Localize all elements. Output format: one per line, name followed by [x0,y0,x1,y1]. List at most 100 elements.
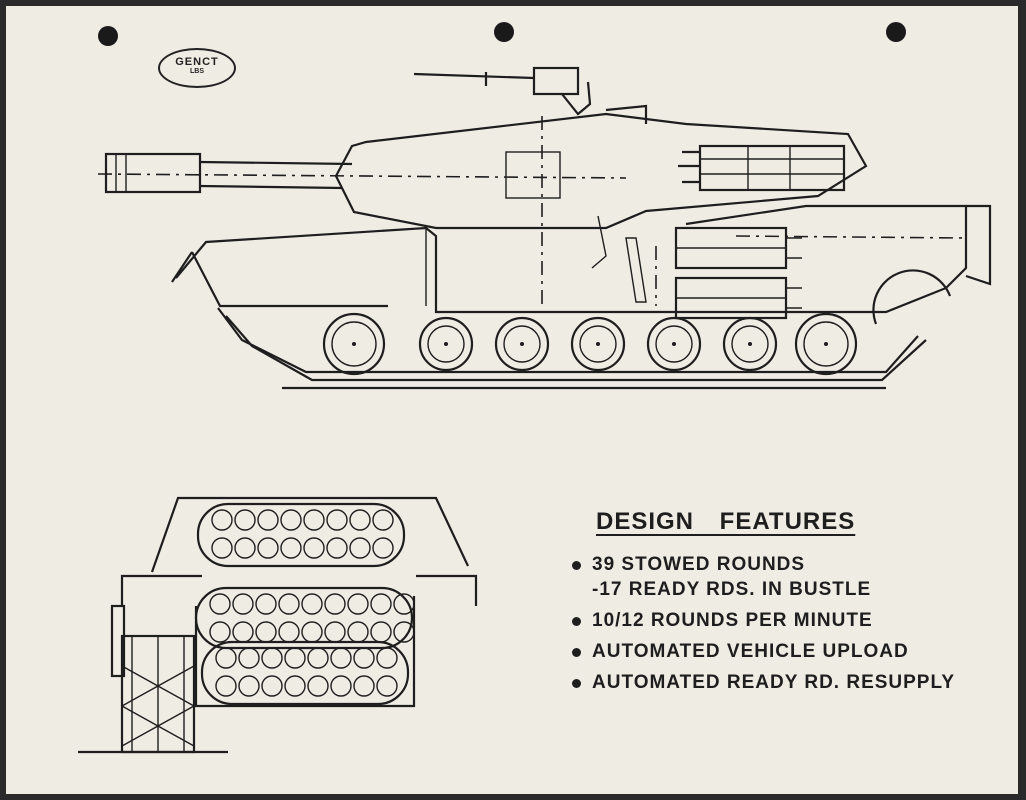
company-logo: GENCT LBS [158,48,236,88]
ammo-round [301,621,323,643]
ammo-round [324,593,346,615]
road-wheel-hub [655,325,693,363]
ammo-round [261,675,283,697]
ammo-round [238,647,260,669]
ammo-round [278,621,300,643]
ammo-round [307,647,329,669]
track [217,307,927,390]
feature-subtext: -17 READY RDS. IN BUSTLE [592,579,872,600]
features-title: DESIGN FEATURES [596,508,856,535]
ammo-round [326,537,348,559]
tank-drawing [78,66,992,754]
ammo-round [347,621,369,643]
road-wheel [794,312,858,376]
feature-item: 39 STOWED ROUNDS -17 READY RDS. IN BUSTL… [570,552,1010,602]
road-wheel-axle [596,342,600,346]
bullet-icon [572,561,581,570]
ammo-round [330,647,352,669]
ammo-round [255,593,277,615]
ammo-round [257,509,279,531]
ammo-round [280,537,302,559]
road-wheel-axle [520,342,524,346]
binder-hole-center [494,22,514,42]
rear-fender [872,269,952,325]
feature-text: AUTOMATED READY RD. RESUPPLY [592,672,956,693]
ammo-round [301,593,323,615]
ammo-round [232,593,254,615]
bullet-icon [572,648,581,657]
ammo-round [376,647,398,669]
feature-text: 39 STOWED ROUNDS [592,554,806,575]
turret [334,66,868,306]
ammo-round [215,647,237,669]
ammo-round [280,509,302,531]
ammo-round [330,675,352,697]
feature-text: 10/12 ROUNDS PER MINUTE [592,610,873,631]
ammo-round [209,593,231,615]
hull-ammunition [674,226,802,320]
ammo-round [232,621,254,643]
binder-hole-right [886,22,906,42]
ammo-round [211,509,233,531]
ammo-round [284,675,306,697]
ammo-round [238,675,260,697]
road-wheel-axle [824,342,828,346]
road-wheel-axle [672,342,676,346]
feature-item: AUTOMATED READY RD. RESUPPLY [570,670,1010,695]
ammo-round [353,675,375,697]
feature-text: AUTOMATED VEHICLE UPLOAD [592,641,909,662]
ammo-round [255,621,277,643]
ammo-round [234,509,256,531]
road-wheel [722,316,778,372]
ammo-round [324,621,346,643]
turret-cross-section [78,496,478,754]
bustle-ammunition [678,144,846,192]
road-wheel [570,316,626,372]
logo-subtext: LBS [190,68,204,76]
ammo-round [347,593,369,615]
road-wheel [494,316,550,372]
design-features: DESIGN FEATURES 39 STOWED ROUNDS -17 REA… [570,508,1010,701]
ammo-round [370,621,392,643]
ammo-round [209,621,231,643]
road-wheel-hub [803,321,849,367]
ammo-round [215,675,237,697]
document-sheet: GENCT LBS [6,6,1018,794]
ammo-round [307,675,329,697]
feature-item: AUTOMATED VEHICLE UPLOAD [570,639,1010,664]
stowed-rounds [209,509,415,697]
road-wheel-hub [503,325,541,363]
road-wheel-hub [579,325,617,363]
ammo-round [211,537,233,559]
ammo-round [257,537,279,559]
road-wheel-hub [731,325,769,363]
ammo-round [284,647,306,669]
ammo-round [261,647,283,669]
ammo-round [303,509,325,531]
bullet-icon [572,617,581,626]
tank-side-view [97,66,992,390]
ammo-round [303,537,325,559]
main-gun [97,152,627,194]
ammo-round [376,675,398,697]
ammo-round [278,593,300,615]
ammo-round [326,509,348,531]
road-wheel [418,316,474,372]
ammo-round [349,509,371,531]
ammo-round [393,593,415,615]
binder-hole-left [98,26,118,46]
logo-text: GENCT [175,56,219,68]
ammo-round [393,621,415,643]
road-wheel-axle [748,342,752,346]
ammo-round [349,537,371,559]
ammo-round [234,537,256,559]
ammo-round [372,509,394,531]
road-wheel [322,312,386,376]
feature-item: 10/12 ROUNDS PER MINUTE [570,608,1010,633]
road-wheel-hub [331,321,377,367]
bullet-icon [572,679,581,688]
ammo-round [372,537,394,559]
ammo-round [370,593,392,615]
hull [171,204,992,314]
road-wheel-axle [352,342,356,346]
